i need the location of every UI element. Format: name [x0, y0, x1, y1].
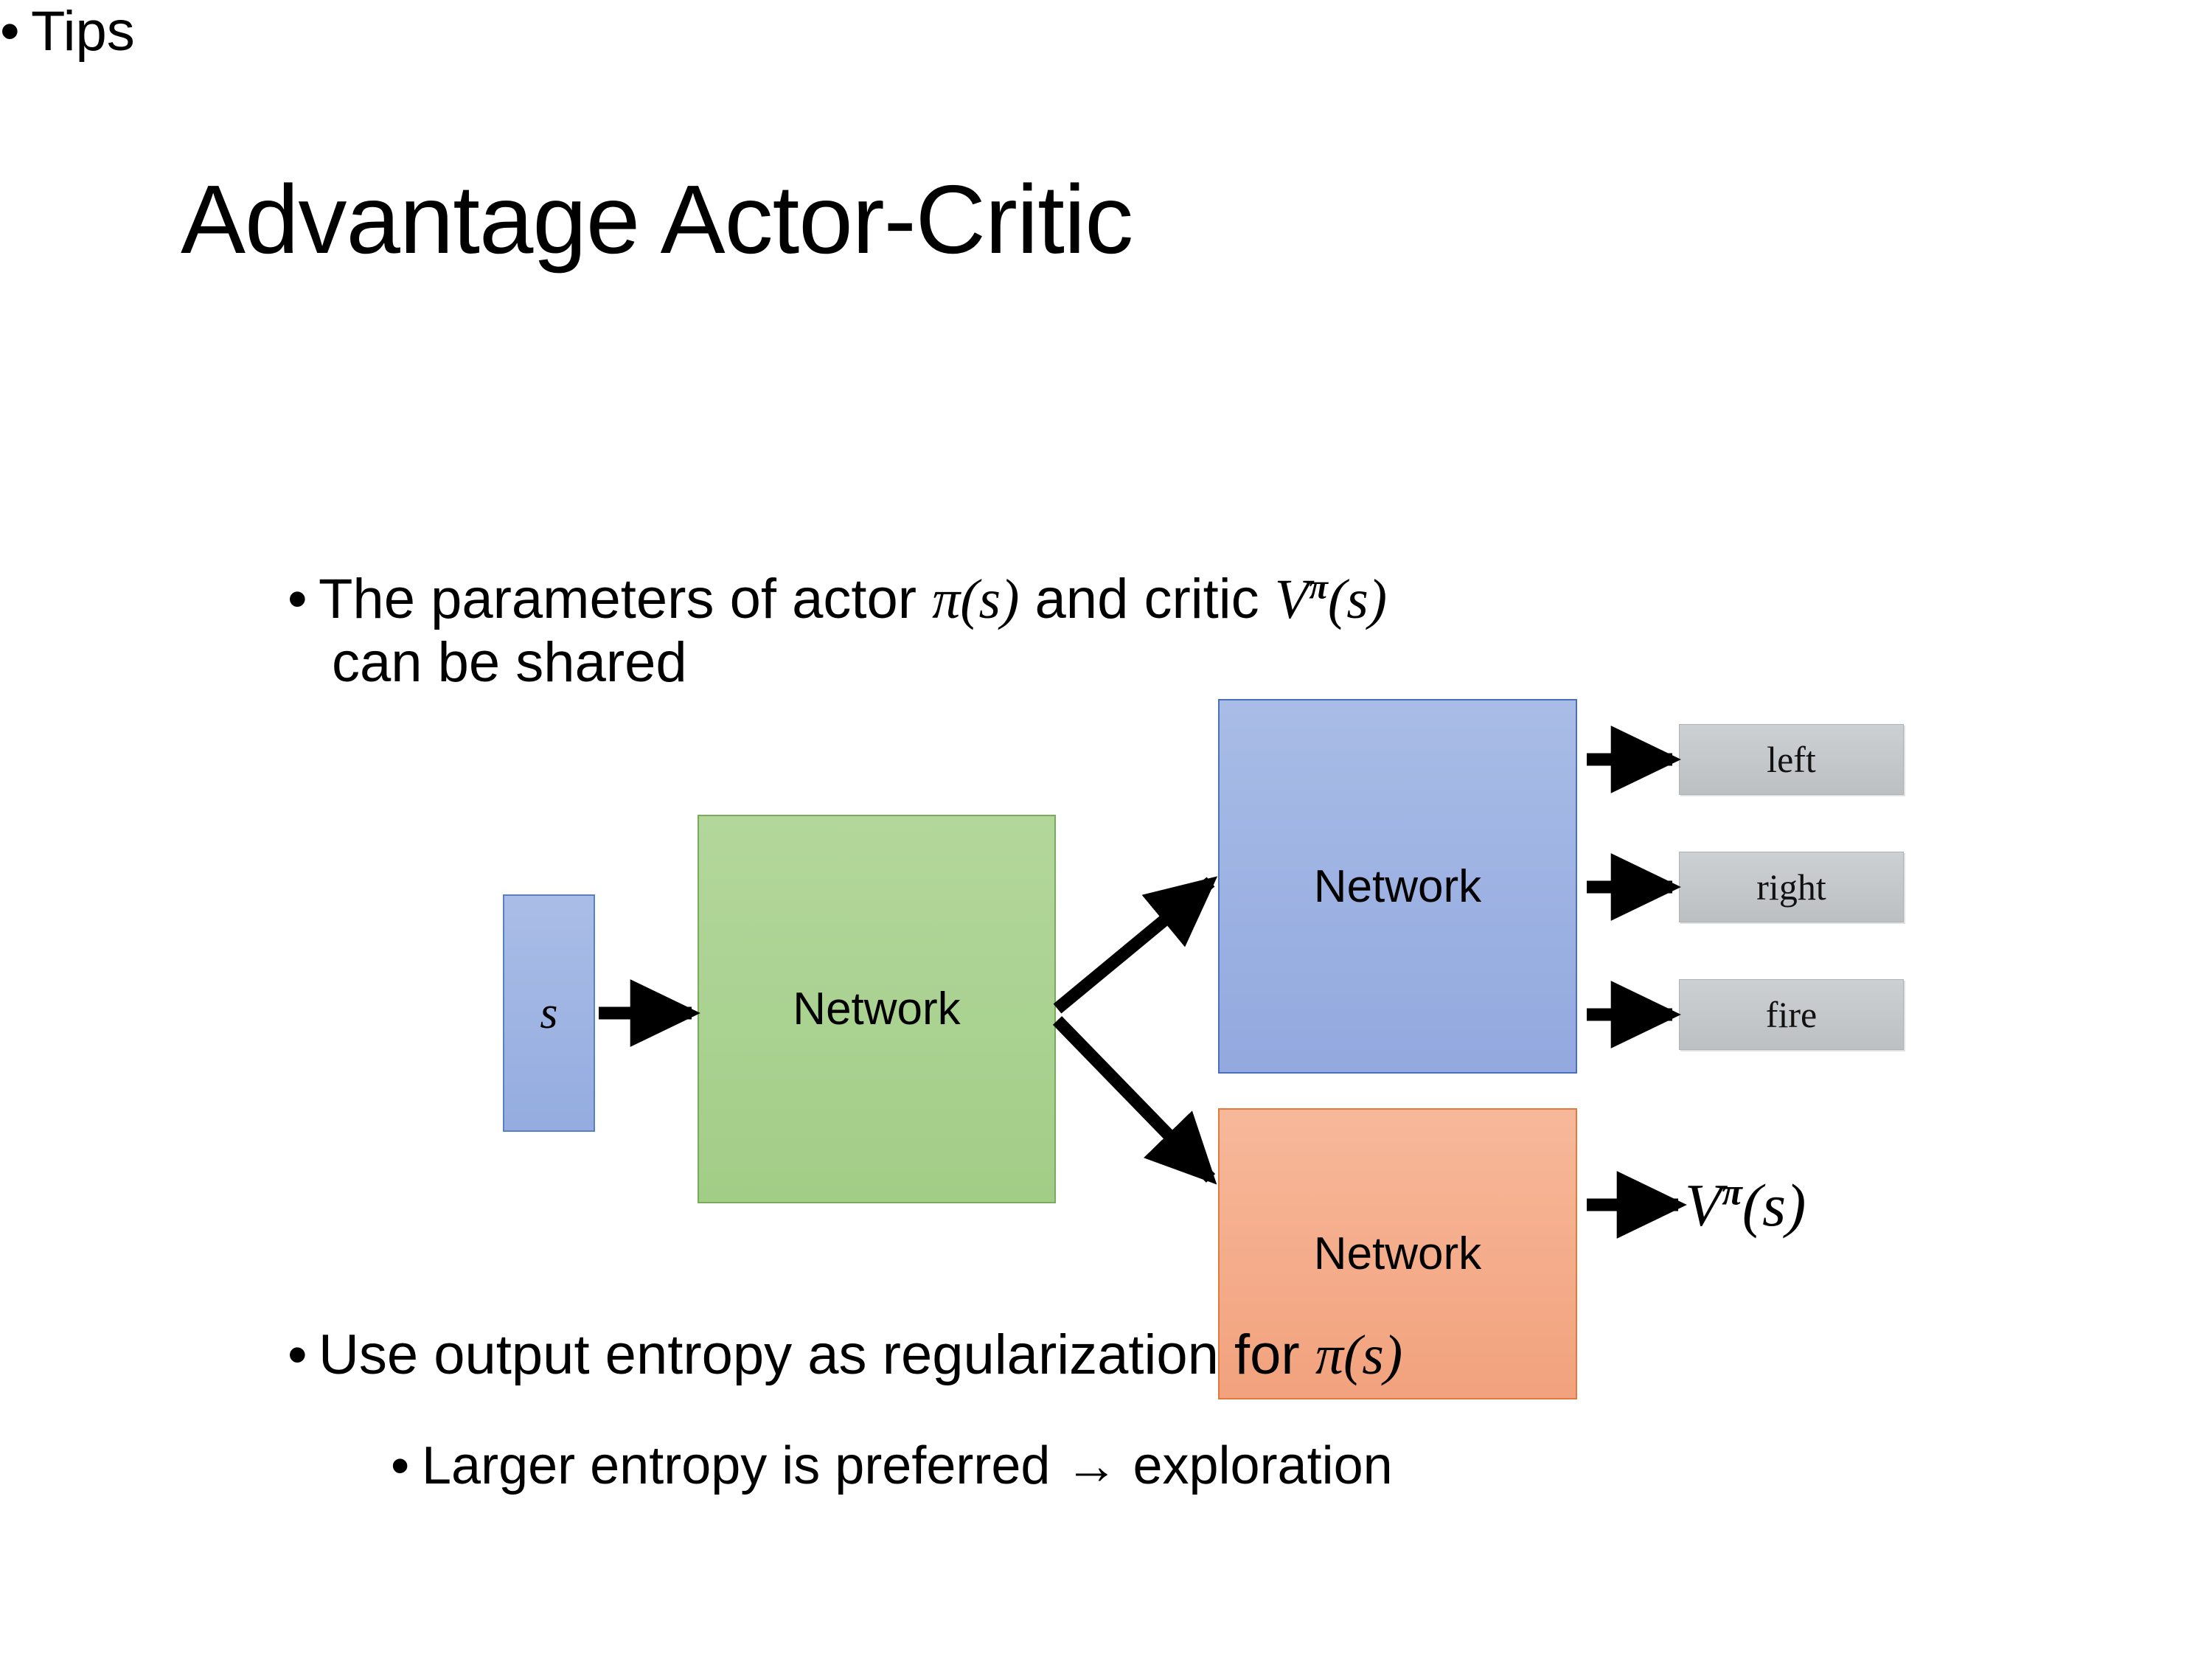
actor-network-box: Network: [1218, 699, 1577, 1074]
action-box-right: right: [1679, 852, 1904, 922]
bullet-parameters-line2: can be shared: [332, 631, 687, 695]
pi-symbol: π: [932, 568, 961, 630]
bullet-parameters-text-mid: and critic: [1019, 568, 1275, 630]
bullet-entropy-regularization: Use output entropy as regularization for…: [288, 1324, 1402, 1387]
action-box-fire: fire: [1679, 979, 1904, 1050]
arrow-shared-to-actor: [1053, 876, 1218, 1014]
value-function-superscript-pi: π: [1309, 568, 1328, 607]
bullet-tips: Tips: [0, 0, 135, 63]
action-label-fire: fire: [1765, 994, 1818, 1035]
pi-symbol: π: [1315, 1324, 1343, 1386]
pi-argument: (s): [1343, 1324, 1403, 1386]
bullet-parameters-shared: The parameters of actor π(s) and critic …: [288, 568, 1541, 694]
state-input-box: s: [503, 894, 595, 1132]
critic-output-value: Vπ(s): [1685, 1171, 1806, 1240]
shared-network-box: Network: [698, 815, 1056, 1203]
critic-output-argument: (s): [1742, 1172, 1806, 1239]
bullet-larger-entropy-label: Larger entropy is preferred → exploratio…: [422, 1436, 1393, 1495]
bullet-larger-entropy: Larger entropy is preferred → exploratio…: [391, 1436, 1393, 1496]
state-symbol: s: [540, 987, 558, 1038]
page-title: Advantage Actor-Critic: [181, 165, 1133, 274]
critic-network-label: Network: [1313, 1228, 1482, 1279]
shared-network-label: Network: [793, 984, 961, 1034]
action-label-left: left: [1767, 739, 1816, 780]
critic-output-V: V: [1685, 1172, 1722, 1239]
value-function-symbol: V: [1274, 568, 1310, 630]
action-label-right: right: [1756, 866, 1826, 908]
bullet-tips-label: Tips: [31, 0, 135, 63]
bullet-entropy-text: Use output entropy as regularization for: [319, 1324, 1315, 1386]
bullet-parameters-text-pre: The parameters of actor: [319, 568, 933, 630]
pi-argument: (s): [960, 568, 1020, 630]
value-function-argument: (s): [1327, 568, 1388, 630]
critic-output-superscript-pi: π: [1722, 1171, 1742, 1213]
bullet-dot-icon: [391, 1436, 422, 1496]
actor-network-label: Network: [1313, 860, 1482, 912]
critic-network-box: Network: [1218, 1108, 1577, 1399]
arrow-shared-to-critic: [1052, 1016, 1217, 1185]
action-box-left: left: [1679, 724, 1904, 795]
bullet-dot-icon: [288, 1324, 319, 1386]
